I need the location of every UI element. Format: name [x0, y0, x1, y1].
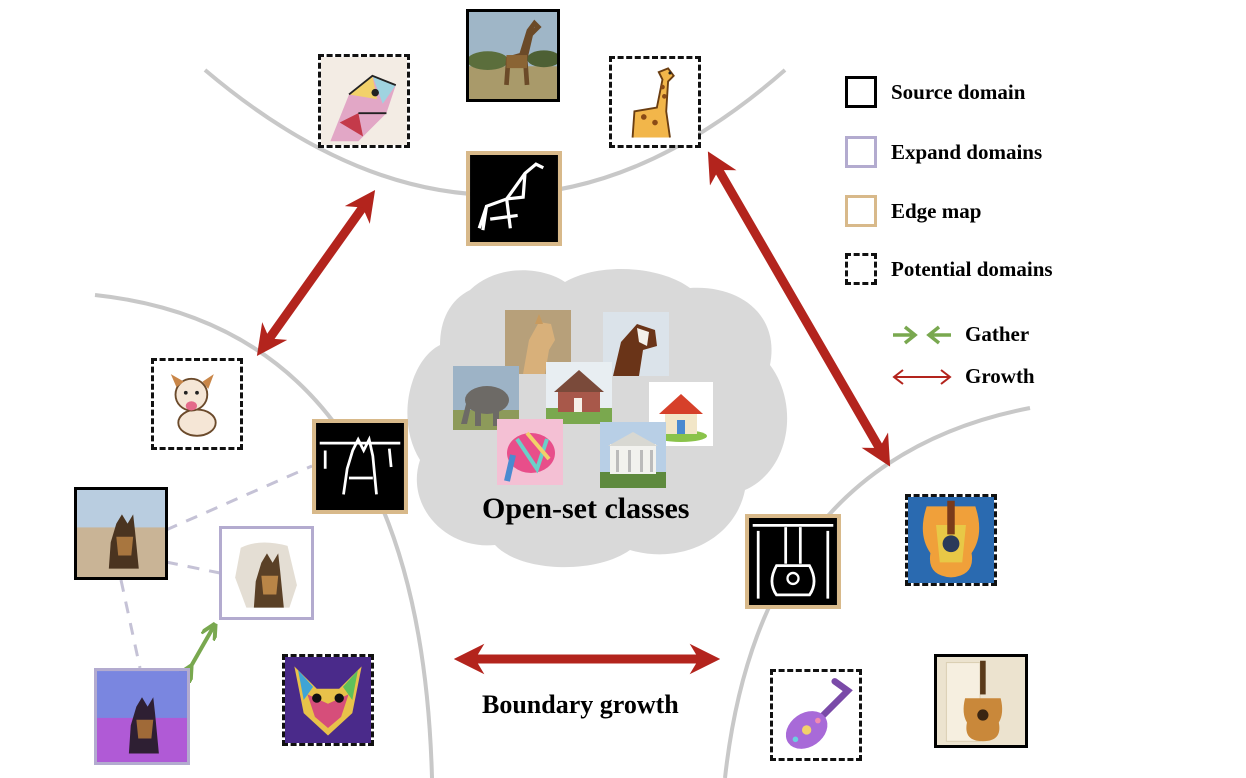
open-set-mansion [600, 422, 666, 488]
guitar-photo [934, 654, 1028, 748]
giraffe-cartoon [609, 56, 701, 148]
legend-potential-label: Potential domains [891, 256, 1053, 281]
dog-expanded [219, 526, 314, 620]
giraffe-edge-map [466, 151, 562, 246]
guitar-toy [770, 669, 862, 761]
legend-potential-swatch [845, 253, 877, 285]
guitar-painting [905, 494, 997, 586]
legend-expand-swatch [845, 136, 877, 168]
legend-expand: Expand domains [845, 136, 1042, 168]
giraffe-painting [318, 54, 410, 148]
open-set-elephant-painting [497, 419, 563, 485]
legend-edge-swatch [845, 195, 877, 227]
dog-art [282, 654, 374, 746]
legend-source-label: Source domain [891, 79, 1026, 104]
legend-expand-label: Expand domains [891, 139, 1043, 164]
legend-edge: Edge map [845, 195, 981, 227]
growth-arrow-left [256, 190, 376, 356]
legend-growth: Growth [891, 364, 1035, 389]
dog-purple [94, 668, 190, 765]
guitar-edge-map [745, 514, 841, 609]
growth-arrow-icon [892, 368, 952, 385]
relation-line [165, 464, 313, 532]
open-set-house-cartoon [649, 382, 713, 446]
legend-source-swatch [845, 76, 877, 108]
dog-edge-map [312, 419, 408, 514]
relation-line [165, 560, 221, 575]
legend-growth-label: Growth [965, 364, 1035, 388]
giraffe-photo [466, 9, 560, 102]
open-set-house [546, 362, 612, 424]
open-set-label: Open-set classes [482, 492, 690, 525]
legend-gather-label: Gather [965, 322, 1030, 346]
dog-photo [74, 487, 168, 580]
legend-source: Source domain [845, 76, 1025, 108]
gather-arrow-icon [893, 325, 951, 344]
gather-arrow [190, 626, 214, 668]
boundary-growth-label: Boundary growth [482, 690, 679, 719]
open-set-horse-paint [603, 312, 669, 376]
relation-line [119, 579, 142, 669]
legend-potential: Potential domains [845, 253, 1053, 285]
legend-edge-label: Edge map [891, 198, 982, 223]
growth-arrow-right [707, 151, 891, 467]
dog-cartoon [151, 358, 243, 450]
open-set-horse [505, 310, 571, 374]
legend-gather: Gather [891, 322, 1029, 347]
